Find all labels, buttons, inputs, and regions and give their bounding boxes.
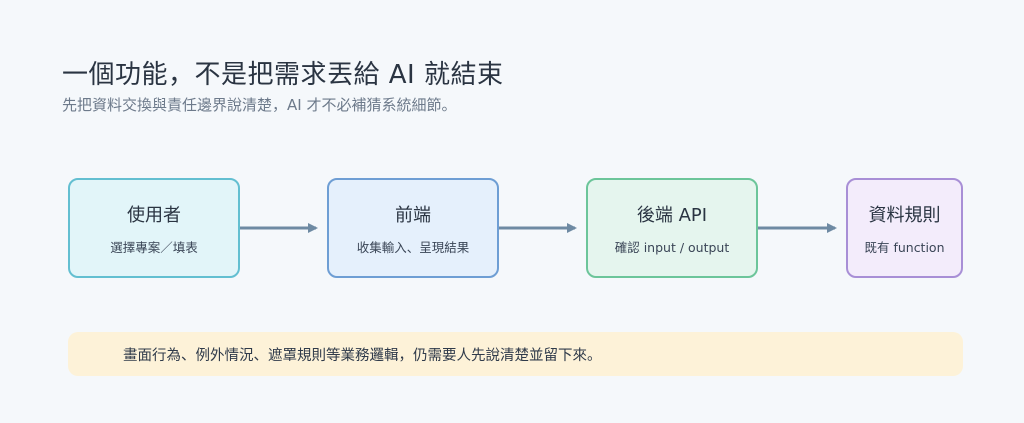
note-callout: 畫面行為、例外情況、遮罩規則等業務邏輯，仍需要人先說清楚並留下來。 [68,332,963,376]
page-title: 一個功能，不是把需求丟給 AI 就結束 [62,60,504,90]
node-data-rules-label: 資料規則 [868,204,941,226]
node-data-rules: 資料規則 既有 function [846,178,963,278]
node-frontend: 前端 收集輸入、呈現結果 [327,178,499,278]
node-user-sub: 選擇專案／填表 [110,239,198,255]
note-text: 畫面行為、例外情況、遮罩規則等業務邏輯，仍需要人先說清楚並留下來。 [123,347,602,364]
node-user-label: 使用者 [127,204,181,226]
node-backend-api-label: 後端 API [636,204,708,226]
node-frontend-label: 前端 [395,204,431,226]
page-subtitle: 先把資料交換與責任邊界說清楚，AI 才不必補猜系統細節。 [62,96,457,114]
node-data-rules-sub: 既有 function [864,239,945,255]
node-backend-api-sub: 確認 input / output [614,239,730,255]
node-user: 使用者 選擇專案／填表 [68,178,240,278]
node-frontend-sub: 收集輸入、呈現結果 [356,239,470,255]
node-backend-api: 後端 API 確認 input / output [586,178,758,278]
